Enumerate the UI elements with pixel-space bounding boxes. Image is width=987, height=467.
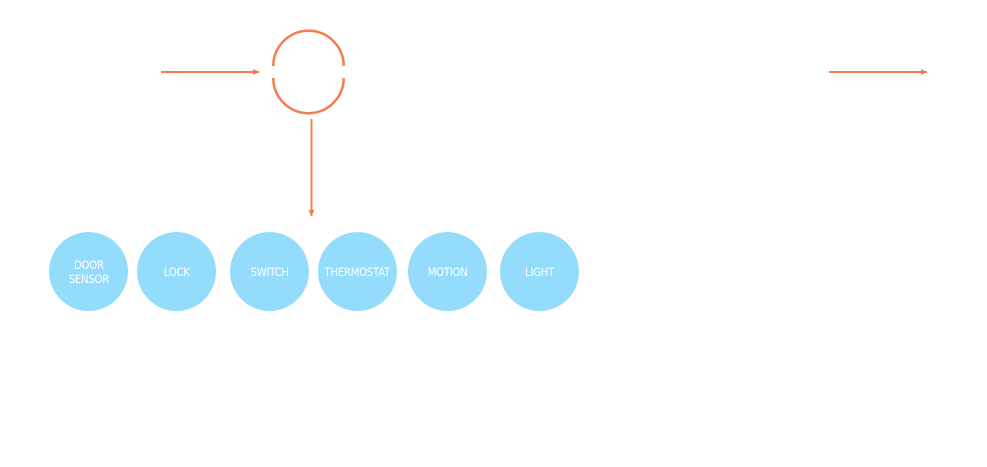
device-thermostat[interactable]: THERMOSTAT xyxy=(318,232,397,311)
device-light[interactable]: LIGHT xyxy=(500,232,579,311)
device-motion[interactable]: MOTION xyxy=(408,232,487,311)
device-light-label: LIGHT xyxy=(525,264,554,279)
hub-arc-bottom xyxy=(272,77,345,115)
device-door-sensor[interactable]: DOOR SENSOR xyxy=(49,232,128,311)
device-door-sensor-label: DOOR SENSOR xyxy=(68,257,109,286)
device-switch-label: SWITCH xyxy=(250,264,289,279)
hub-arc-top xyxy=(272,29,345,67)
device-thermostat-label: THERMOSTAT xyxy=(324,264,391,279)
device-lock[interactable]: LOCK xyxy=(137,232,216,311)
hub-node[interactable] xyxy=(272,29,345,115)
device-lock-label: LOCK xyxy=(163,264,190,279)
device-switch[interactable]: SWITCH xyxy=(230,232,309,311)
device-motion-label: MOTION xyxy=(427,264,468,279)
